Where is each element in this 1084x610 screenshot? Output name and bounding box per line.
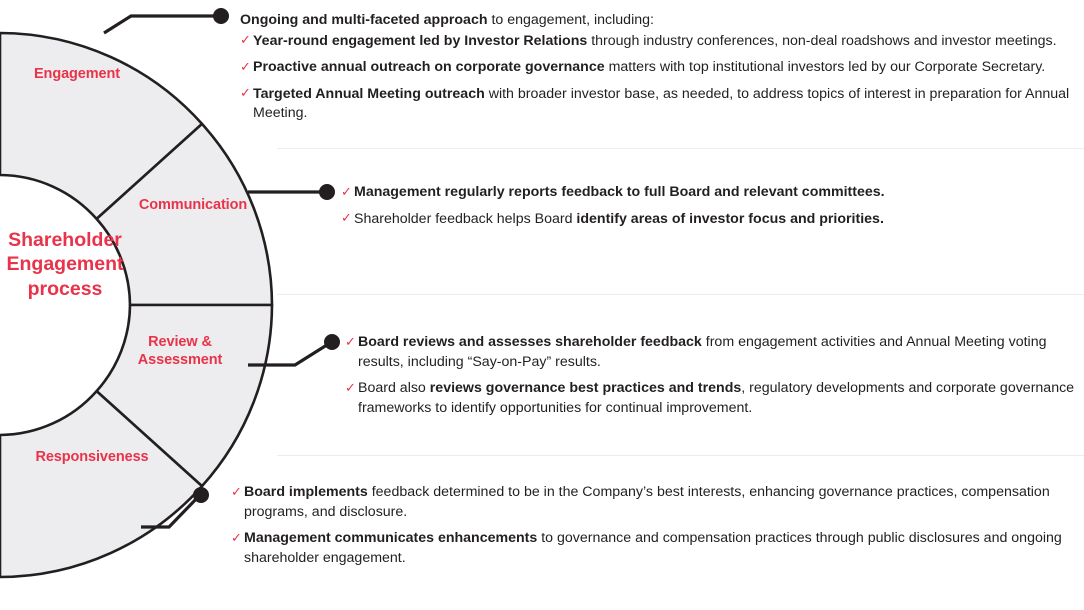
text-run-bold: Management regularly reports feedback to… [354,184,885,200]
text-run: to engagement, including: [487,12,654,28]
content-block-engagement: Ongoing and multi-faceted approach to en… [240,11,1084,124]
bullet-item: ✓Year-round engagement led by Investor R… [240,32,1084,52]
engagement-wheel [0,31,274,579]
bullet-item: ✓Management communicates enhancements to… [231,529,1084,568]
separator-2 [277,294,1084,295]
content-block-responsiveness: ✓Board implements feedback determined to… [231,483,1084,568]
text-run-bold: Ongoing and multi-faceted approach [240,12,488,28]
text-run: , regulatory developments and corporate … [358,380,1075,416]
bullet-item: ✓Board also reviews governance best prac… [345,379,1084,418]
wheel-segments [0,31,274,579]
check-icon: ✓ [240,85,251,101]
wheel-segment-engagement[interactable] [0,31,204,221]
check-icon: ✓ [231,529,242,545]
content-block-review: ✓Board reviews and assesses shareholder … [345,333,1084,418]
bullet-item: ✓Board reviews and assesses shareholder … [345,333,1084,372]
wheel-label-responsiveness: Responsiveness [35,449,149,465]
wheel-center-title: Shareholder Engagement process [6,229,124,300]
connector-dot-review [324,334,340,350]
bullet-item: ✓Targeted Annual Meeting outreach with b… [240,85,1084,124]
bullet-item: ✓Shareholder feedback helps Board identi… [341,210,1084,230]
bullet-item: ✓Proactive annual outreach on corporate … [240,58,1084,78]
wheel-segment-responsiveness[interactable] [0,389,204,579]
text-run: Board also [358,380,430,397]
text-run: feedback determined to be in the Company… [244,484,1050,520]
wheel-label-engagement: Engagement [33,66,120,82]
check-icon: ✓ [341,183,352,199]
text-run: to governance and compensation practices… [244,530,1062,566]
block-lead: Ongoing and multi-faceted approach to en… [240,11,1084,31]
text-run-bold: reviews governance best practices and tr… [429,380,742,397]
check-icon: ✓ [231,483,242,499]
text-run-bold: Board implements [244,484,368,500]
check-icon: ✓ [345,379,356,395]
wheel-label-communication: Communication [138,197,248,213]
text-run-bold: Proactive annual outreach on corporate g… [253,59,605,76]
separator-1 [277,148,1084,149]
text-run: with broader investor base, as needed, t… [253,85,1070,122]
text-run-bold: Year-round engagement led by Investor Re… [253,32,588,49]
check-icon: ✓ [341,210,352,226]
text-run: matters with top institutional investors… [604,59,1046,76]
text-run-bold: Board reviews and assesses shareholder f… [358,334,702,350]
text-run-bold: identify areas of investor focus and pri… [576,210,884,227]
separator-3 [277,455,1084,456]
connector-dot-communication [319,184,335,200]
check-icon: ✓ [240,32,251,48]
bullet-item: ✓Management regularly reports feedback t… [341,183,1084,203]
wheel-label-review: Review & Assessment [137,334,223,368]
check-icon: ✓ [345,333,356,349]
bullet-item: ✓Board implements feedback determined to… [231,483,1084,522]
text-run: through industry conferences, non-deal r… [587,32,1057,49]
text-run: Shareholder feedback helps Board [354,210,577,227]
text-run-bold: Management communicates enhancements [244,530,538,547]
wheel-segment-communication[interactable] [95,122,274,307]
content-block-communication: ✓Management regularly reports feedback t… [341,183,1084,229]
text-run: from engagement activities and Annual Me… [358,334,1047,370]
text-run-bold: Targeted Annual Meeting outreach [253,85,485,102]
check-icon: ✓ [240,58,251,74]
